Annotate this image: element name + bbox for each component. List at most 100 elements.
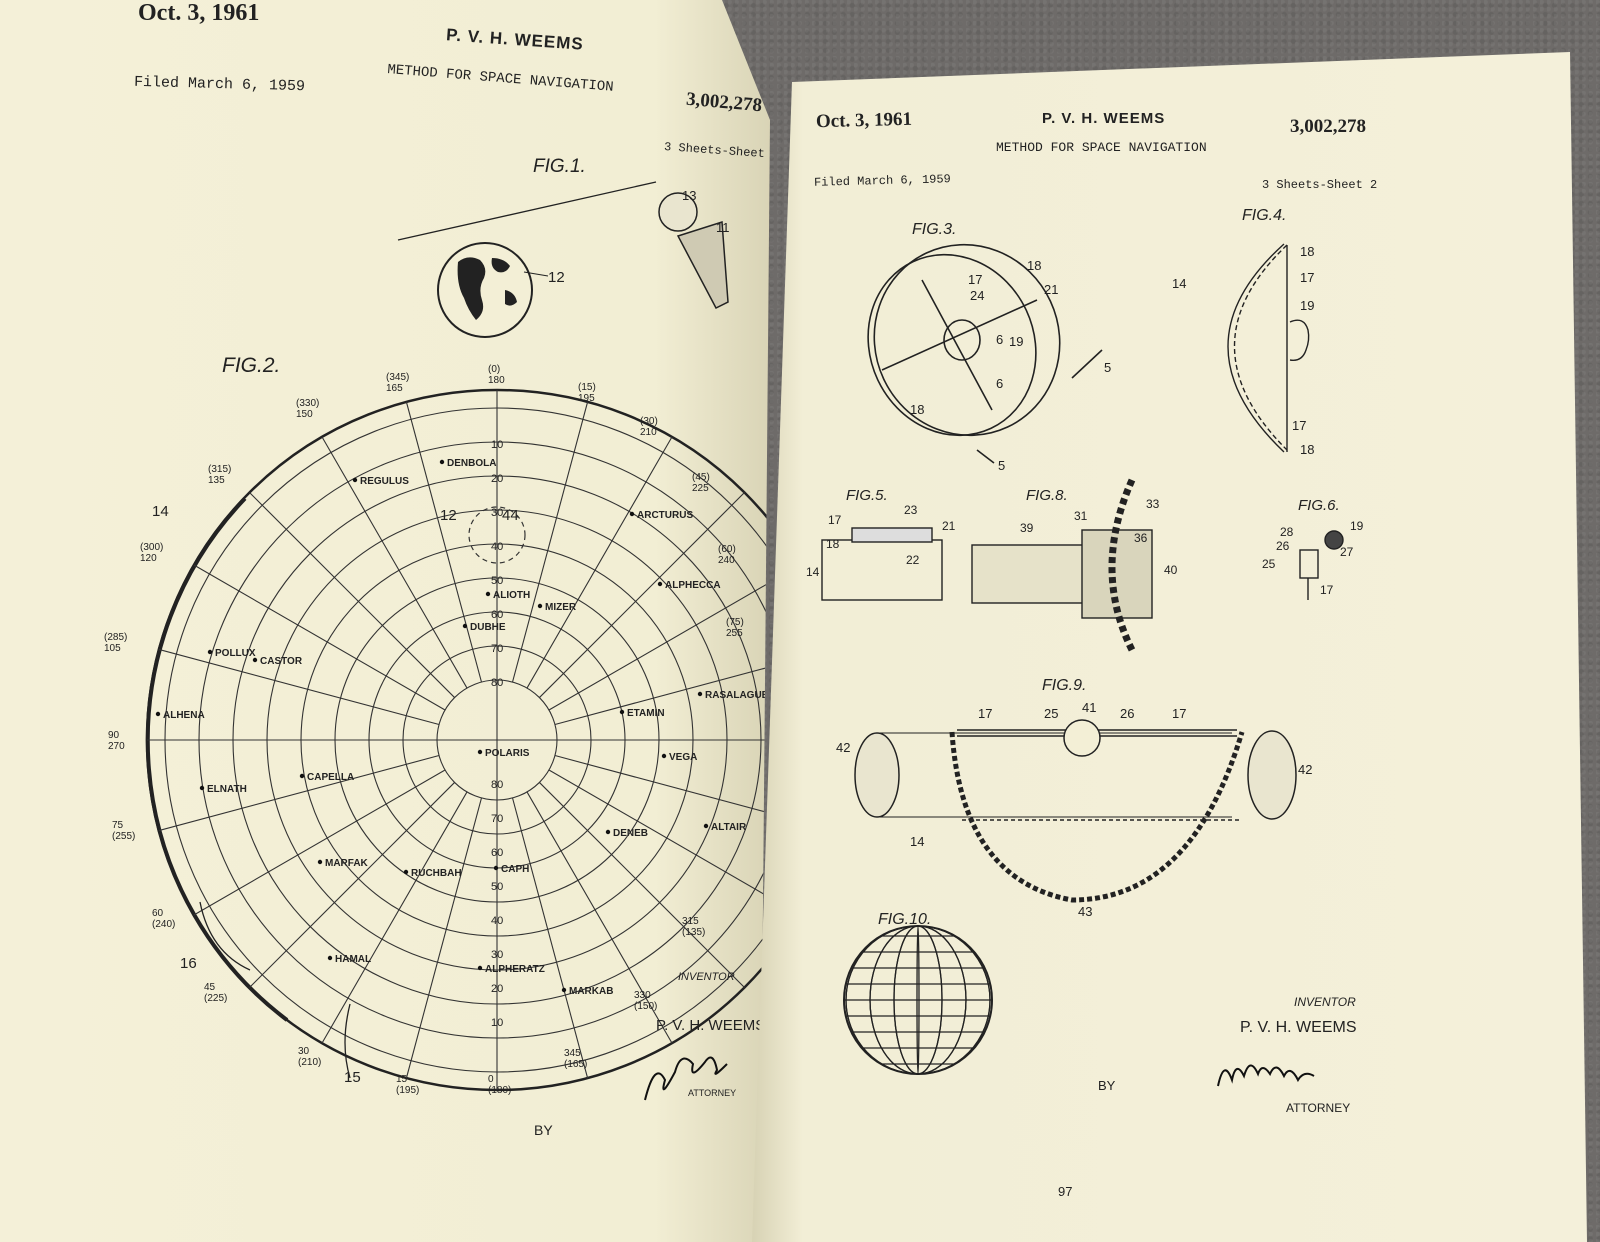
rim-label: (330) [296,398,319,409]
rim-label: 0 [488,1074,494,1085]
star-dot [252,657,258,663]
fig6-callout-28: 28 [1280,525,1294,539]
fig4-callout-18a: 18 [1300,244,1314,259]
right-patent-number: 3,002,278 [1290,116,1366,137]
rim-label: (195) [396,1085,419,1096]
fig8-callout-40: 40 [1164,563,1178,577]
left-inventor-label: INVENTOR [678,971,735,983]
star-label: DUBHE [470,622,506,633]
fig6-callout-25: 25 [1262,557,1276,571]
meridian-line [321,791,468,1044]
right-by: BY [1098,1078,1116,1093]
star-label: DENBOLA [447,458,496,469]
right-sheets: 3 Sheets-Sheet 2 [1262,178,1378,192]
star-dot [477,965,483,971]
rim-label: 15 [396,1074,408,1085]
star-label: ALPHERATZ [485,964,545,975]
star-dot [485,591,491,597]
fig9-callout-41: 41 [1082,700,1096,715]
fig3-callout-6b: 6 [996,376,1003,391]
fig6-callout-26: 26 [1276,539,1290,553]
rim-label: 30 [298,1046,310,1057]
fig9-callout-14: 14 [910,834,924,849]
rim-label: (135) [682,927,705,938]
star-label: REGULUS [360,476,409,487]
radial-label-top: 10 [491,439,503,451]
fig5-drawing: FIG.5. 17 23 21 18 22 14 [806,487,956,601]
meridian-line [405,401,483,683]
star-label: MIZER [545,602,577,613]
fig3-callout-18a: 18 [1027,258,1041,273]
rim-label: 105 [104,643,121,654]
fix-circle [468,506,526,564]
rim-label: (255) [112,831,135,842]
fig8-drawing: FIG.8. 39 31 33 36 40 [971,478,1178,652]
meridian-line [554,754,770,832]
star-dot [561,987,567,993]
star-dot [657,581,663,587]
radial-label-top: 60 [491,609,503,621]
radial-label-bottom: 20 [491,983,503,995]
star-label: ELNATH [207,784,247,795]
fig8-callout-36: 36 [1134,531,1148,545]
fig9-callout-17a: 17 [978,706,992,721]
edge-curve [199,901,351,1079]
fig1-drawing: FIG.1. 12 13 11 [397,156,730,338]
fig4-callout-19: 19 [1300,298,1314,313]
fig3-callout-19: 19 [1009,334,1023,349]
fig2-drawing: FIG.2. 10203040506070808070605040302010D… [104,354,770,1096]
radial-label-top: 40 [491,541,503,553]
star-label: ALHENA [163,710,205,721]
radial-label-top: 50 [491,575,503,587]
radial-label-bottom: 50 [491,881,503,893]
fig4-callout-17a: 17 [1300,270,1314,285]
fig8-label: FIG.8. [1026,487,1068,504]
fig3-callout-5b: 5 [998,458,1005,473]
meridian-line [526,436,673,689]
fig5-callout-22: 22 [906,553,920,567]
fig5-callout-21: 21 [942,519,956,533]
rim-label: (165) [564,1059,587,1070]
rim-label: (180) [488,1085,511,1096]
rim-label: (315) [208,464,231,475]
fig1-callout-11: 11 [716,220,730,235]
left-drawings: FIG.1. 12 13 11 FIG.2. 10203040506070808… [104,156,770,1138]
radial-label-bottom: 10 [491,1017,503,1029]
fig4-callout-14: 14 [1172,276,1186,291]
spaceship [676,220,729,309]
star-dot [155,711,161,717]
rim-label: 240 [718,555,735,566]
rim-label: (75) [726,617,744,628]
fig3-drawing: FIG.3. 17 18 24 21 6 19 6 5 18 5 [867,221,1111,473]
meridian-line [511,797,589,1079]
radial-label-top: 70 [491,643,503,655]
rim-label: (210) [298,1057,321,1068]
star-dot [493,865,499,871]
meridian-line [526,791,673,1044]
meridian-line [548,769,770,916]
fig3-callout-18b: 18 [910,402,924,417]
left-page: Oct. 3, 1961 P. V. H. WEEMS METHOD FOR S… [0,0,770,1242]
star-label: RASALAGUE [705,690,769,701]
rim-label: 165 [386,383,403,394]
rim-label: (225) [204,993,227,1004]
rim-label: (345) [386,372,409,383]
right-inventor-label: INVENTOR [1294,995,1356,1009]
rim-label: 210 [640,427,657,438]
right-inventor-name: P. V. H. WEEMS [1240,1019,1356,1036]
star-dot [661,753,667,759]
star-label: DENEB [613,828,648,839]
radial-label-bottom: 80 [491,779,503,791]
fig1-label: FIG.1. [533,156,586,177]
rim-label: (285) [104,632,127,643]
fig8-callout-39: 39 [1020,521,1034,535]
fig2-callout: 12 [440,507,457,524]
rim-label: 270 [108,741,125,752]
right-title: METHOD FOR SPACE NAVIGATION [996,140,1207,155]
fig5-callout-18: 18 [826,537,840,551]
rim-label: 330 [634,990,651,1001]
star-label: POLARIS [485,748,530,759]
star-label: CASTOR [260,656,303,667]
radial-label-bottom: 60 [491,847,503,859]
star-label: ALPHECCA [665,580,721,591]
